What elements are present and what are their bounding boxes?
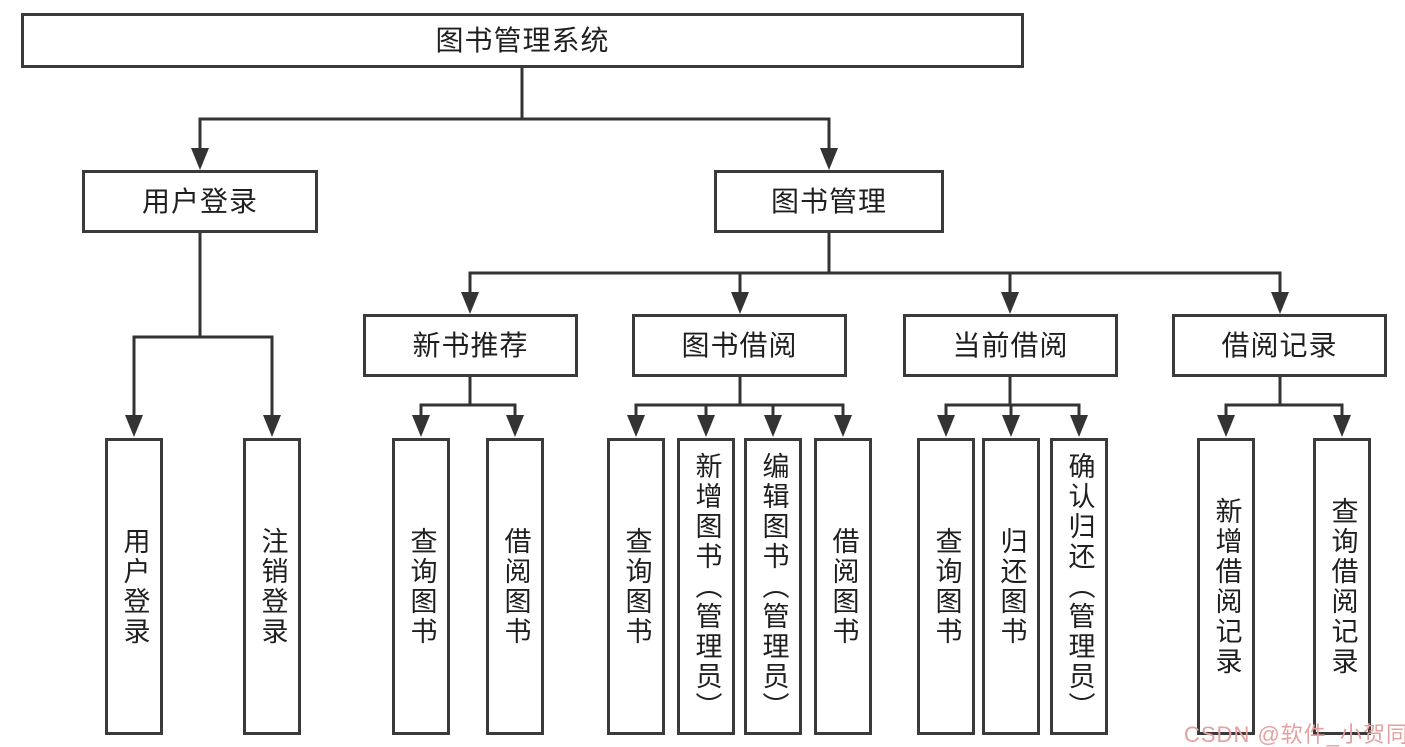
node-borrow-records: 借阅记录	[1172, 314, 1387, 377]
node-current-query-book-label: 查询图书	[931, 526, 962, 647]
node-current-confirm-return-admin: 确认归还（管理员）	[1050, 438, 1108, 735]
node-root-label: 图书管理系统	[435, 24, 610, 56]
node-records-add-record: 新增借阅记录	[1197, 438, 1255, 735]
node-current-borrow-label: 当前借阅	[952, 329, 1069, 361]
node-borrow-add-book-admin-label: 新增图书（管理员）	[691, 451, 722, 722]
node-new-book-recommend-label: 新书推荐	[412, 329, 529, 361]
node-recommend-query-book-label: 查询图书	[406, 526, 437, 647]
node-book-management-label: 图书管理	[770, 185, 887, 217]
node-borrow-edit-book-admin-label: 编辑图书（管理员）	[758, 451, 789, 722]
node-book-borrow-label: 图书借阅	[681, 329, 798, 361]
node-current-query-book: 查询图书	[917, 438, 975, 735]
node-recommend-borrow-book: 借阅图书	[486, 438, 544, 735]
node-recommend-borrow-book-label: 借阅图书	[500, 526, 531, 647]
watermark: CSDN @软件_小贺同学	[1184, 722, 1405, 747]
node-root: 图书管理系统	[21, 13, 1024, 68]
node-borrow-add-book-admin: 新增图书（管理员）	[677, 438, 735, 735]
node-new-book-recommend: 新书推荐	[363, 314, 578, 377]
node-records-add-record-label: 新增借阅记录	[1211, 496, 1242, 677]
node-user-login: 用户登录	[82, 170, 318, 233]
node-borrow-edit-book-admin: 编辑图书（管理员）	[744, 438, 802, 735]
node-user-logout-label: 注销登录	[257, 526, 288, 647]
node-book-borrow: 图书借阅	[632, 314, 847, 377]
node-current-return-book-label: 归还图书	[996, 526, 1027, 647]
node-current-return-book: 归还图书	[982, 438, 1040, 735]
node-user-login-label: 用户登录	[141, 185, 258, 217]
node-borrow-records-label: 借阅记录	[1221, 329, 1338, 361]
node-user-logout: 注销登录	[243, 438, 301, 735]
node-recommend-query-book: 查询图书	[392, 438, 450, 735]
node-user-login-action-label: 用户登录	[119, 526, 150, 647]
node-records-query-record: 查询借阅记录	[1313, 438, 1371, 735]
node-borrow-borrow-book-label: 借阅图书	[828, 526, 859, 647]
node-current-borrow: 当前借阅	[903, 314, 1118, 377]
node-book-management: 图书管理	[714, 170, 944, 233]
node-borrow-query-book-label: 查询图书	[621, 526, 652, 647]
node-borrow-query-book: 查询图书	[607, 438, 665, 735]
node-borrow-borrow-book: 借阅图书	[814, 438, 872, 735]
node-current-confirm-return-admin-label: 确认归还（管理员）	[1064, 451, 1095, 722]
node-records-query-record-label: 查询借阅记录	[1327, 496, 1358, 677]
node-user-login-action: 用户登录	[105, 438, 163, 735]
